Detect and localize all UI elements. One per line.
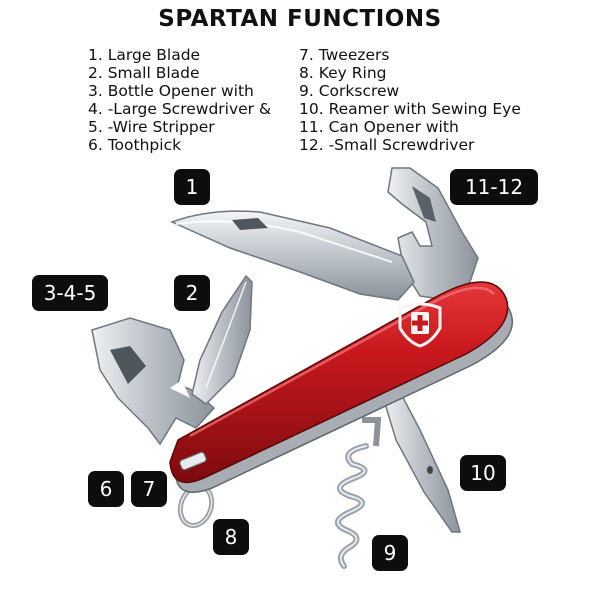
function-item: 8. Key Ring [299,64,387,82]
function-item: 7. Tweezers [299,46,390,64]
label-corkscrew: 9 [372,535,408,571]
function-item: 1. Large Blade [88,46,201,64]
label-toothpick: 6 [88,471,124,507]
toothpick-tab [179,451,207,471]
function-list-right: 7. Tweezers 8. Key Ring 9. Corkscrew 10.… [299,46,521,154]
large-blade-tool [170,210,415,301]
function-item: 6. Toothpick [88,136,182,154]
diagram-title: SPARTAN FUNCTIONS [158,6,442,32]
reamer-tool [383,391,461,533]
label-reamer: 10 [460,455,506,491]
small-blade-tool [191,274,253,405]
function-item: 5. -Wire Stripper [88,118,215,136]
function-item: 3. Bottle Opener with [88,82,254,100]
label-tweezers: 7 [131,471,167,507]
function-item: 11. Can Opener with [299,118,459,136]
function-item: 2. Small Blade [88,64,200,82]
function-item: 12. -Small Screwdriver [299,136,475,154]
function-item: 4. -Large Screwdriver & [88,100,272,118]
label-small-blade: 2 [174,275,210,311]
label-large-blade: 1 [174,169,210,205]
bottle-opener-tool [91,317,216,446]
label-can-opener: 11-12 [450,169,538,205]
label-bottle-opener: 3-4-5 [32,275,108,311]
function-list-left: 1. Large Blade 2. Small Blade 3. Bottle … [88,46,271,154]
label-key-ring: 8 [213,519,249,555]
function-item: 10. Reamer with Sewing Eye [299,100,521,118]
corkscrew-tool [335,417,382,569]
cross-shield-logo [398,302,442,348]
function-item: 9. Corkscrew [299,82,400,100]
